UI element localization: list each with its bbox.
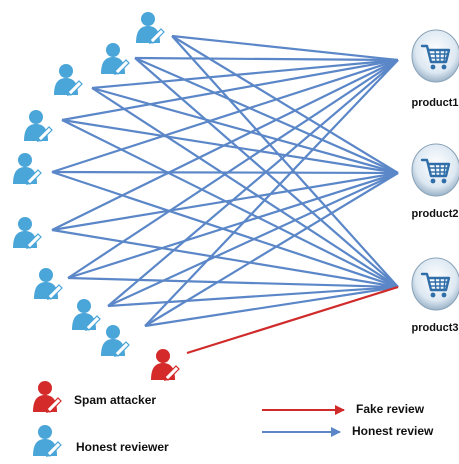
honest-edge-7-product3 [67, 276, 399, 289]
honest-reviewer-9-icon [101, 325, 130, 357]
product-1-cart-icon [411, 29, 459, 83]
honest-edge-5-product3 [51, 170, 399, 289]
honest-edge-3-product3 [91, 87, 399, 288]
honest-edge-2-product2 [134, 56, 399, 175]
honest-edge-9-product2 [144, 172, 399, 327]
honest-reviewer-4-icon [24, 110, 53, 142]
spam-attacker-icon [151, 349, 180, 381]
honest-edge-1-product1 [171, 34, 399, 62]
honest-edge-6-product3 [51, 228, 399, 289]
honest-edge-8-product2 [107, 172, 399, 307]
honest-edge-8-product3 [107, 285, 399, 308]
honest-reviewer-3-icon [54, 64, 83, 96]
honest-reviewer-1-icon [136, 12, 165, 44]
honest-edge-5-product1 [51, 58, 399, 174]
legend-spam-attacker-label: Spam attacker [74, 393, 157, 407]
product-label-2: product2 [411, 208, 459, 220]
honest-edge-7-product2 [67, 171, 399, 280]
honest-edge-3-product2 [91, 86, 399, 175]
honest-edge-4-product2 [61, 118, 399, 175]
legend-fake-review-label: Fake review [356, 402, 425, 416]
product-icons [411, 29, 459, 311]
reviewer-icons [13, 12, 180, 457]
honest-edge-4-product1 [61, 58, 399, 122]
product-2-cart-icon [411, 143, 459, 197]
honest-edge-2-product1 [134, 56, 399, 62]
honest-edge-5-product2 [51, 170, 399, 175]
honest-edge-6-product2 [51, 171, 399, 232]
honest-reviewer-5-icon [13, 153, 42, 185]
legend-lines [262, 405, 345, 437]
honest-edge-7-product1 [67, 59, 399, 279]
fake-edge-product3 [186, 285, 399, 355]
honest-reviewer-8-icon [72, 299, 101, 331]
legend-honest-reviewer-label: Honest reviewer [76, 440, 169, 454]
honest-reviewer-7-icon [34, 268, 63, 300]
fake-review-edges [186, 285, 399, 355]
product-label-3: product3 [411, 322, 459, 334]
honest-edge-3-product1 [91, 58, 399, 90]
legend-honest-review-label: Honest review [352, 424, 434, 438]
product-3-cart-icon [411, 257, 459, 311]
legend-spam-attacker-icon [33, 381, 62, 413]
honest-review-edges [51, 34, 399, 328]
honest-reviewer-2-icon [101, 43, 130, 75]
honest-edge-8-product1 [107, 59, 399, 307]
honest-reviewer-6-icon [13, 217, 42, 249]
honest-edge-9-product1 [144, 59, 399, 327]
honest-edge-6-product1 [51, 59, 399, 231]
honest-edge-9-product3 [144, 285, 399, 328]
product-label-1: product1 [411, 97, 459, 109]
legend-honest-reviewer-icon [33, 425, 62, 457]
